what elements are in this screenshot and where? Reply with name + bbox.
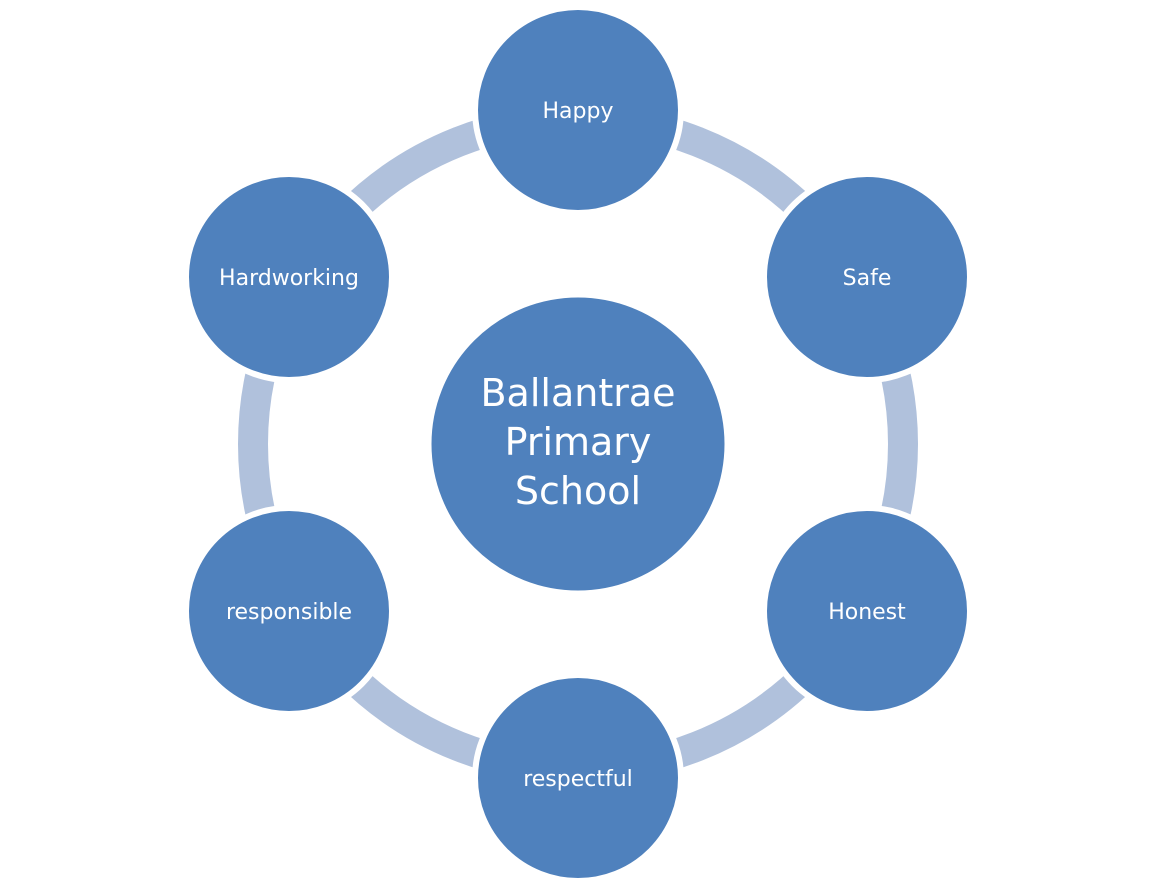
node-happy: Happy [472, 4, 684, 216]
center-circle [428, 294, 728, 594]
node-respectful: respectful [472, 672, 684, 884]
node-happy-circle [472, 4, 684, 216]
node-safe-label: Safe [843, 266, 892, 291]
center-title-line-1: Ballantrae [480, 371, 675, 415]
node-hardworking: Hardworking [183, 171, 395, 383]
center-title-line-2: Primary [505, 420, 652, 464]
node-honest-label: Honest [828, 600, 906, 625]
node-honest: Honest [761, 505, 973, 717]
node-responsible-label: responsible [226, 600, 352, 625]
node-safe: Safe [761, 171, 973, 383]
node-respectful-label: respectful [523, 767, 633, 792]
center-title-line-3: School [515, 469, 641, 513]
node-responsible-circle [183, 505, 395, 717]
center-node: Ballantrae Primary School [428, 294, 728, 594]
node-happy-label: Happy [543, 99, 614, 124]
node-honest-circle [761, 505, 973, 717]
node-hardworking-circle [183, 171, 395, 383]
node-safe-circle [761, 171, 973, 383]
node-hardworking-label: Hardworking [219, 266, 359, 291]
node-respectful-circle [472, 672, 684, 884]
node-responsible: responsible [183, 505, 395, 717]
